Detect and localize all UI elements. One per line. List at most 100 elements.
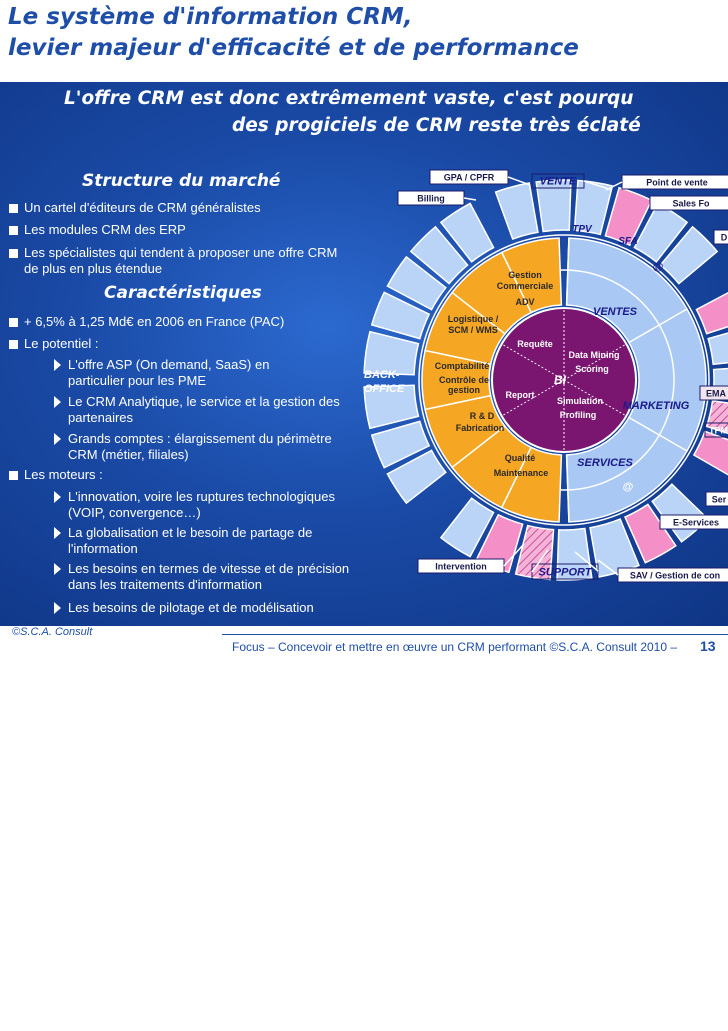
back-label-controle-2: gestion xyxy=(448,385,480,395)
bi-core-divider xyxy=(563,343,627,381)
outer-ring-segment xyxy=(707,332,728,366)
characteristics-item-3-text: Les moteurs : xyxy=(24,467,103,482)
back-label-qualite: Qualité xyxy=(505,453,536,463)
footer-divider xyxy=(222,634,728,635)
driver-item-4: Les besoins de pilotage et de modélisati… xyxy=(54,600,368,616)
back-label-controle-1: Contrôle de xyxy=(439,375,489,385)
title-line-2: levier majeur d'efficacité et de perform… xyxy=(8,35,579,61)
core-label-requete: Requête xyxy=(517,339,553,349)
connector-line xyxy=(531,549,549,573)
characteristics-heading: Caractéristiques xyxy=(104,283,262,303)
structure-item-3: Les spécialistes qui tendent à proposer … xyxy=(9,245,346,277)
back-label-comptabilite: Comptabilité xyxy=(435,361,490,371)
back-office-segment xyxy=(500,446,563,523)
vente-label: VENTE xyxy=(540,176,577,188)
potential-item-3: Grands comptes : élargissement du périmè… xyxy=(54,431,338,463)
characteristics-item-1-text: + 6,5% à 1,25 Md€ en 2006 en France (PAC… xyxy=(24,314,285,329)
connector-line xyxy=(605,181,623,191)
back-label-logistique-1: Logistique / xyxy=(448,314,499,324)
connector-line xyxy=(503,544,524,567)
back-label-rd: R & D xyxy=(470,411,495,421)
structure-item-1-text: Un cartel d'éditeurs de CRM généralistes xyxy=(24,200,261,215)
front-office-divider xyxy=(628,308,688,344)
ring-label-tpv: TPV xyxy=(572,224,593,235)
slide-footer: ©S.C.A. Consult Focus – Concevoir et met… xyxy=(0,626,728,664)
outer-ring-segment xyxy=(659,225,719,285)
outer-ring-segment xyxy=(363,384,420,430)
ring-label-sfa: SFA xyxy=(618,236,637,247)
outer-ring-segment xyxy=(370,420,431,469)
d-box-box xyxy=(713,229,728,245)
footer-text: Focus – Concevoir et mettre en œuvre un … xyxy=(232,640,678,654)
outer-ring-segment xyxy=(494,182,539,241)
services-box-label: Ser xyxy=(712,495,727,505)
outer-ring-segment xyxy=(514,524,555,581)
characteristics-item-1: + 6,5% à 1,25 Md€ en 2006 en France (PAC… xyxy=(9,314,344,330)
outer-ring-divider xyxy=(418,234,710,526)
front-office-divider xyxy=(565,238,570,306)
outer-ring-segment xyxy=(695,291,728,335)
tpm-box xyxy=(704,422,728,438)
core-label-simulation: Simulation xyxy=(557,396,603,406)
intervention-label: Intervention xyxy=(435,562,487,572)
ema-box xyxy=(699,385,728,401)
core-label-scoring: Scoring xyxy=(575,364,609,374)
sales-force-label: Sales Fo xyxy=(672,199,710,209)
outer-ring-segment xyxy=(604,186,653,247)
structure-item-1: Un cartel d'éditeurs de CRM généralistes xyxy=(9,200,344,216)
potential-item-3-text: Grands comptes : élargissement du périmè… xyxy=(68,431,332,462)
connector-line xyxy=(463,197,477,201)
ring-label-services: SERVICES xyxy=(577,457,633,469)
slide-title: Le système d'information CRM, levier maj… xyxy=(0,0,728,82)
core-label-report: Report xyxy=(506,390,535,400)
outer-ring-segment xyxy=(439,497,495,558)
bi-core-divider xyxy=(501,343,565,381)
connector-line xyxy=(574,551,599,572)
core-label-bi: BI xyxy=(554,373,567,387)
outer-ring-segment xyxy=(705,400,728,435)
structure-item-3-text: Les spécialistes qui tendent à proposer … xyxy=(24,245,338,276)
characteristics-item-2-text: Le potentiel : xyxy=(24,336,99,351)
potential-item-1: L'offre ASP (On demand, SaaS) en particu… xyxy=(54,357,328,389)
core-label-data-mining: Data Mining xyxy=(569,350,620,360)
characteristics-item-3: Les moteurs : xyxy=(9,467,344,483)
characteristics-item-2: Le potentiel : xyxy=(9,336,344,352)
headline-line-1: L'offre CRM est donc extrêmement vaste, … xyxy=(64,88,634,109)
driver-item-4-text: Les besoins de pilotage et de modélisati… xyxy=(68,600,314,615)
slide: Le système d'information CRM, levier maj… xyxy=(0,0,728,664)
potential-item-2-text: Le CRM Analytique, le service et la gest… xyxy=(68,394,340,425)
outer-ring-segment xyxy=(409,225,469,285)
e-services-label: E-Services xyxy=(673,518,719,528)
footer-brand: ©S.C.A. Consult xyxy=(12,626,93,638)
bi-core-divider xyxy=(563,379,627,417)
headline-line-2: des progiciels de CRM reste très éclaté xyxy=(232,115,641,136)
ring-label-marketing: MARKETING xyxy=(623,400,690,412)
driver-item-3-text: Les besoins en termes de vitesse et de p… xyxy=(68,561,350,592)
outer-ring-segment xyxy=(370,291,431,340)
outer-ring-segment xyxy=(386,255,447,311)
core-label-profiling: Profiling xyxy=(560,410,597,420)
back-office-label-2: OFFICE xyxy=(364,383,405,395)
back-label-fabrication: Fabrication xyxy=(456,423,505,433)
structure-heading: Structure du marché xyxy=(82,171,281,191)
back-label-logistique-2: SCM / WMS xyxy=(448,325,498,335)
front-office-divider xyxy=(565,454,570,522)
outer-ring-segment xyxy=(363,330,420,376)
driver-item-1-text: L'innovation, voire les ruptures technol… xyxy=(68,489,335,520)
gpa-label: GPA / CPFR xyxy=(444,173,495,183)
back-office-label-1: BACK- xyxy=(364,369,400,381)
sav-label: SAV / Gestion de con xyxy=(630,571,720,581)
outer-ring-segment xyxy=(573,179,614,236)
sales-force-box xyxy=(649,195,728,211)
back-label-gestion-commerciale-2: Commerciale xyxy=(497,281,554,291)
page-number: 13 xyxy=(700,638,716,654)
billing-label: Billing xyxy=(417,194,445,204)
ema-label: EMA xyxy=(706,389,727,399)
driver-item-3: Les besoins en termes de vitesse et de p… xyxy=(54,561,368,593)
front-office-ring xyxy=(565,237,707,523)
back-label-gestion-commerciale-1: Gestion xyxy=(508,270,542,280)
back-label-adv: ADV xyxy=(515,297,534,307)
outer-ring-segment xyxy=(633,202,689,263)
back-label-maintenance: Maintenance xyxy=(494,468,549,478)
e-services-box xyxy=(659,514,728,530)
